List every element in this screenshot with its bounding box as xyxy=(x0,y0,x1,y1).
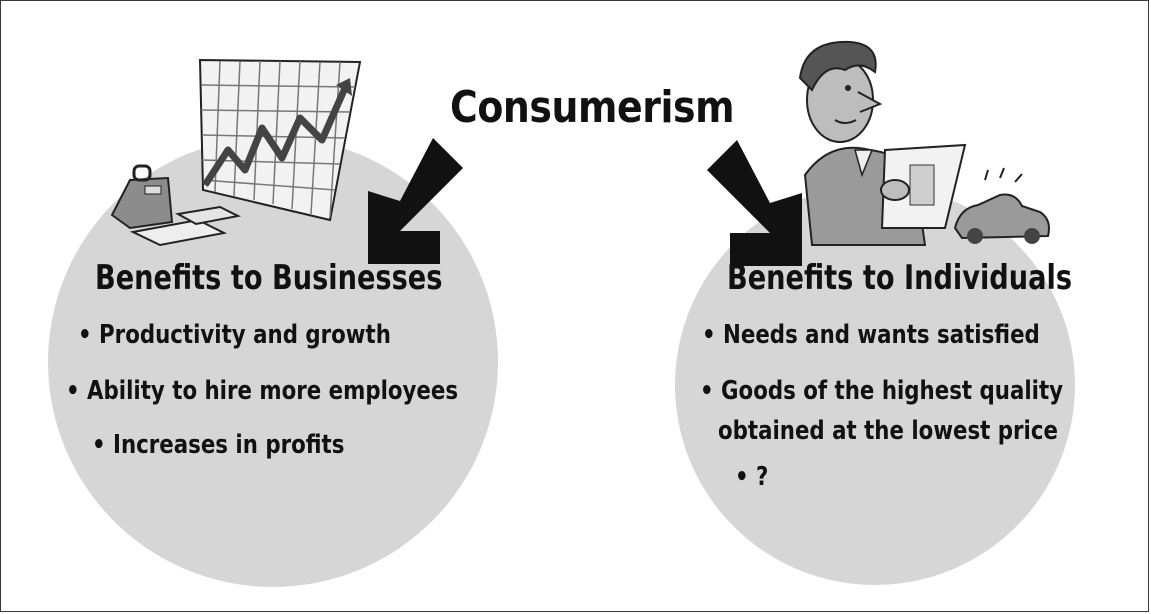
left-arrow xyxy=(368,138,463,264)
right-circle xyxy=(675,185,1075,585)
right-bullet-2: • Goods of the highest quality xyxy=(700,376,1064,406)
left-bullet-3: • Increases in profits xyxy=(92,430,345,460)
right-bullet-3: • ? xyxy=(735,462,769,492)
right-arrow xyxy=(707,140,802,266)
man-reading-newspaper-icon xyxy=(798,40,1050,246)
diagram-title: Consumerism xyxy=(450,82,735,133)
left-bullet-1: • Productivity and growth xyxy=(78,320,391,350)
right-bullet-1: • Needs and wants satisfied xyxy=(702,320,1040,350)
left-heading: Benefits to Businesses xyxy=(95,258,443,298)
left-bullet-2: • Ability to hire more employees xyxy=(66,376,459,406)
right-heading: Benefits to Individuals xyxy=(727,258,1073,298)
right-bullet-2-cont: obtained at the lowest price xyxy=(718,416,1058,446)
rising-chart-icon xyxy=(110,58,362,247)
